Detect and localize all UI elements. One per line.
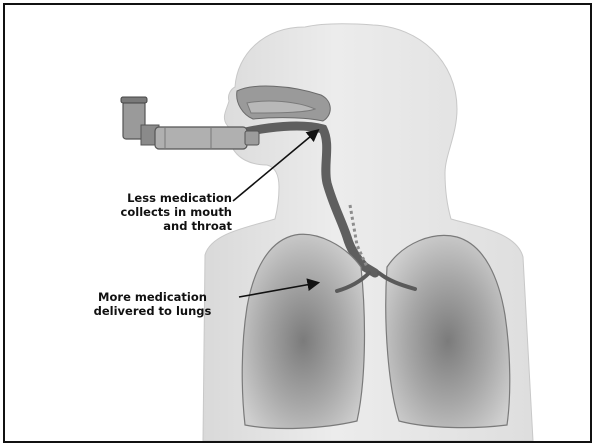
spacer-mouthpiece	[245, 131, 259, 145]
lungs-annotation: More medication delivered to lungs	[65, 290, 240, 318]
diagram-frame: Less medication collects in mouth and th…	[3, 3, 592, 443]
mouth-throat-annotation: Less medication collects in mouth and th…	[67, 191, 232, 233]
spacer-chamber	[155, 127, 247, 149]
left-lung-figure	[242, 234, 364, 428]
